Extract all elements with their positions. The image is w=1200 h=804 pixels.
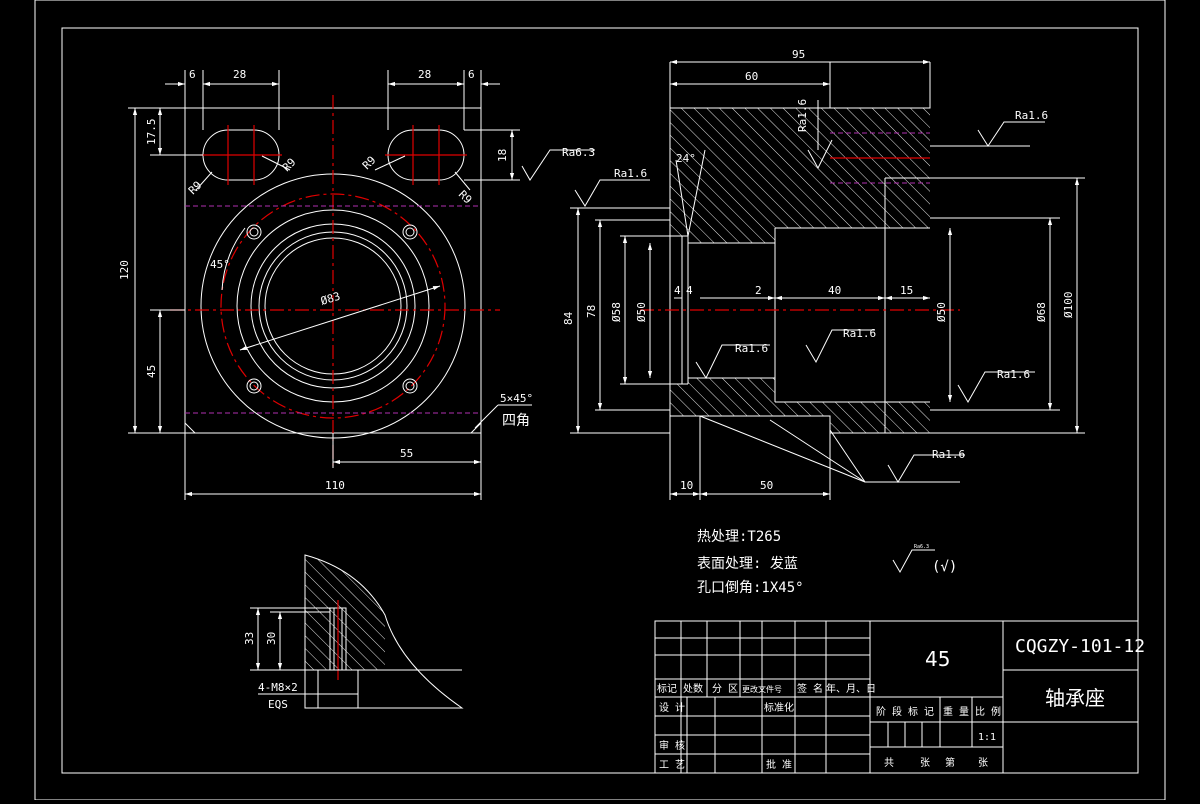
dim-o50b: Ø50	[935, 302, 948, 322]
tb-review: 审 核	[659, 739, 685, 752]
tb-total: 共	[884, 757, 894, 769]
note-chamfer: 孔口倒角:1X45°	[697, 580, 804, 596]
tb-sheets: 张	[920, 757, 930, 769]
dim-o58: Ø58	[610, 302, 623, 322]
r9-d: R9	[456, 188, 475, 207]
tech-notes: 热处理:T265 表面处理: 发蓝 孔口倒角:1X45° Ra6.3 (√)	[697, 529, 957, 596]
ra16-mid: Ra1.6	[843, 327, 876, 340]
tb-material: 45	[925, 647, 950, 671]
inner-border	[61, 27, 1139, 774]
dim-dia83: Ø83	[319, 290, 342, 308]
dim-55: 55	[400, 447, 413, 460]
dim-6a: 6	[189, 68, 196, 81]
dim-28a: 28	[233, 68, 246, 81]
ra16-top-v: Ra1.6	[796, 99, 809, 132]
tb-weight: 重 量	[943, 705, 969, 718]
dim-40: 40	[828, 284, 841, 297]
chamfer-note: 四角	[502, 413, 530, 429]
ra63-label: Ra6.3	[562, 146, 595, 159]
tb-page: 第	[945, 756, 955, 769]
dim-o68: Ø68	[1035, 302, 1048, 322]
bolt-holes	[246, 224, 418, 394]
dim-17-5: 17.5	[145, 119, 158, 146]
ra16-right: Ra1.6	[997, 368, 1030, 381]
dim-4a: 4	[674, 284, 681, 297]
tb-drawing-no: CQGZY-101-12	[1015, 636, 1145, 657]
note-heat: 热处理:T265	[697, 529, 781, 545]
tb-process: 工 艺	[659, 759, 685, 771]
dim-50: 50	[760, 479, 773, 492]
ra16-left: Ra1.6	[614, 167, 647, 180]
dim-120: 120	[118, 260, 131, 280]
front-view: Ø83 45° 6 28 28 6 17.5 120 45 18	[118, 68, 595, 500]
tb-approve: 批 准	[766, 758, 792, 771]
tb-scale-lbl: 比 例	[975, 705, 1001, 718]
ang-24: 24°	[676, 152, 696, 165]
dim-10: 10	[680, 479, 693, 492]
tb-hdr-2: 处数	[683, 682, 703, 695]
dim-84: 84	[562, 311, 575, 325]
tb-hdr-3: 分 区	[712, 683, 738, 695]
tb-design: 设 计	[659, 701, 685, 714]
rough-sym: Ra6.3	[914, 544, 929, 550]
eqs-label: EQS	[268, 698, 288, 711]
dim-4b: 4	[686, 284, 693, 297]
note-surface: 表面处理: 发蓝	[697, 556, 798, 572]
tb-standard: 标准化	[764, 701, 794, 714]
ra16-bottom: Ra1.6	[932, 448, 965, 461]
dim-2: 2	[755, 284, 762, 297]
dim-60: 60	[745, 70, 758, 83]
rough-paren: (√)	[932, 559, 957, 575]
dim-45: 45	[145, 365, 158, 378]
tb-hdr-5: 签 名	[797, 682, 823, 695]
dim-33: 33	[243, 632, 256, 645]
dim-o50a: Ø50	[635, 302, 648, 322]
dim-18: 18	[496, 149, 509, 162]
dim-6b: 6	[468, 68, 475, 81]
tb-sheets2: 张	[978, 757, 988, 769]
tb-stage: 阶 段 标 记	[876, 705, 934, 718]
bolt-circle	[220, 193, 446, 419]
dim-ang45: 45°	[210, 258, 230, 271]
r9-b: R9	[186, 179, 205, 198]
tb-hdr-6: 年、月、日	[826, 682, 876, 695]
tb-scale: 1:1	[978, 732, 996, 743]
dim-30: 30	[265, 632, 278, 645]
dim-95: 95	[792, 48, 805, 61]
ra16-inner: Ra1.6	[735, 342, 768, 355]
tb-part-name: 轴承座	[1045, 686, 1105, 710]
tb-hdr-4: 更改文件号	[742, 684, 782, 694]
detail-view: 33 30 4-M8×2 EQS	[243, 554, 464, 711]
r9-a: R9	[280, 156, 299, 175]
dim-15: 15	[900, 284, 913, 297]
chamfer-dim: 5×45°	[500, 392, 533, 405]
section-view: 84 78 Ø58 Ø50 4 4 2 40 15 Ø50 Ø68 Ø100 9…	[562, 48, 1085, 500]
tb-hdr-1: 标记	[657, 683, 677, 695]
dim-28b: 28	[418, 68, 431, 81]
dim-110: 110	[325, 479, 345, 492]
ra16-right-top: Ra1.6	[1015, 109, 1048, 122]
thread-label: 4-M8×2	[258, 681, 298, 694]
dim-o100: Ø100	[1062, 292, 1075, 319]
title-block: 标记 处数 分 区 更改文件号 签 名 年、月、日 设 计 标准化 审 核 工 …	[654, 620, 1145, 774]
dim-78: 78	[585, 305, 598, 318]
